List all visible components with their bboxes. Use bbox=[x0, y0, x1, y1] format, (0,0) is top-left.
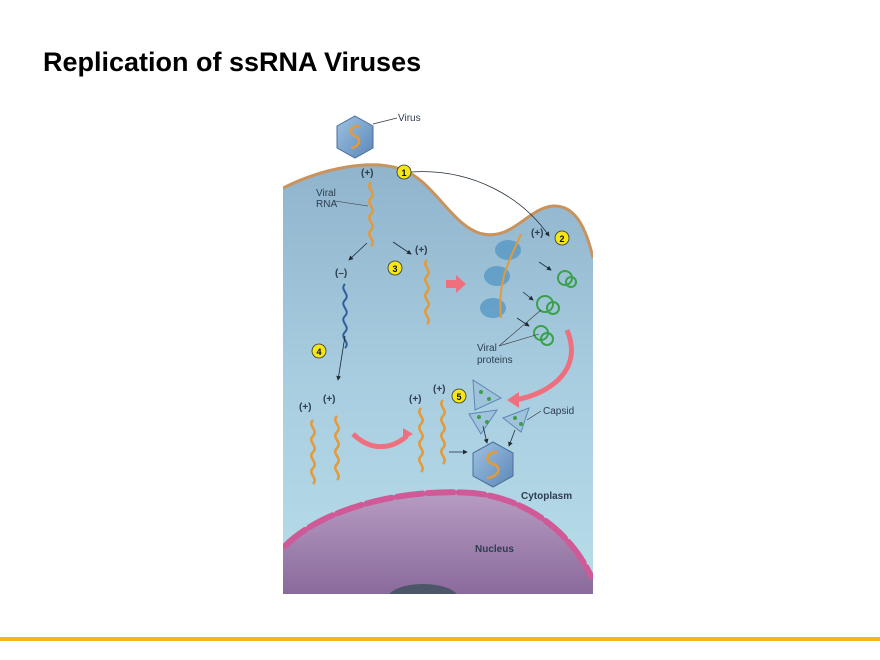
svg-text:(+): (+) bbox=[531, 228, 544, 239]
virus-particle bbox=[336, 115, 398, 159]
viral-proteins-label-1: Viral bbox=[477, 343, 497, 354]
svg-text:(+): (+) bbox=[323, 394, 336, 405]
step-5-badge: 5 bbox=[451, 388, 467, 404]
minus-strand-rna bbox=[342, 283, 348, 349]
svg-text:(+): (+) bbox=[409, 394, 422, 405]
svg-text:3: 3 bbox=[392, 264, 397, 274]
packaged-plus-strand-1 bbox=[418, 407, 424, 473]
svg-text:1: 1 bbox=[401, 168, 406, 178]
svg-text:(+): (+) bbox=[415, 245, 428, 256]
new-plus-strand-1 bbox=[310, 419, 316, 485]
plus-strand-mark: (+) bbox=[361, 168, 374, 179]
nucleus bbox=[283, 492, 593, 594]
cytoplasm-label: Cytoplasm bbox=[521, 491, 572, 502]
cell-cytoplasm bbox=[283, 164, 593, 594]
viral-proteins-label-2: proteins bbox=[477, 355, 513, 366]
minus-strand-mark: (–) bbox=[335, 268, 347, 279]
nucleolus bbox=[389, 584, 457, 594]
plasma-membrane bbox=[283, 163, 593, 259]
svg-text:4: 4 bbox=[316, 347, 321, 357]
slide-title: Replication of ssRNA Viruses bbox=[43, 47, 422, 77]
ssrna-replication-figure: Virus (+) Viral RNA 1 (+) 2 Viral protei… bbox=[283, 108, 593, 594]
process-arrow-packaging bbox=[351, 432, 409, 450]
viral-rna-plus-strand bbox=[368, 181, 374, 247]
step-4-badge: 4 bbox=[311, 343, 327, 359]
process-arrow-assembly bbox=[514, 329, 574, 403]
svg-text:2: 2 bbox=[559, 234, 564, 244]
capsid-label: Capsid bbox=[543, 406, 574, 417]
svg-text:5: 5 bbox=[456, 392, 461, 402]
assembled-virion bbox=[472, 441, 514, 488]
ribosomes-translating bbox=[480, 233, 522, 319]
plus-strand-copy bbox=[424, 259, 430, 325]
viral-proteins bbox=[533, 270, 577, 346]
nucleus-label: Nucleus bbox=[475, 544, 514, 555]
viral-rna-label-1: Viral bbox=[316, 188, 336, 199]
svg-text:(+): (+) bbox=[433, 384, 446, 395]
footer-accent-line bbox=[0, 637, 880, 641]
step-3-badge: 3 bbox=[387, 260, 403, 276]
nuclear-envelope bbox=[283, 489, 593, 579]
packaged-plus-strand-2 bbox=[440, 399, 446, 465]
process-arrow-translation bbox=[446, 275, 466, 293]
step-1-badge: 1 bbox=[396, 164, 412, 180]
step-2-badge: 2 bbox=[554, 230, 570, 246]
svg-text:(+): (+) bbox=[299, 402, 312, 413]
virus-label: Virus bbox=[398, 113, 421, 124]
new-plus-strand-2 bbox=[334, 415, 340, 481]
viral-rna-label-2: RNA bbox=[316, 199, 337, 210]
